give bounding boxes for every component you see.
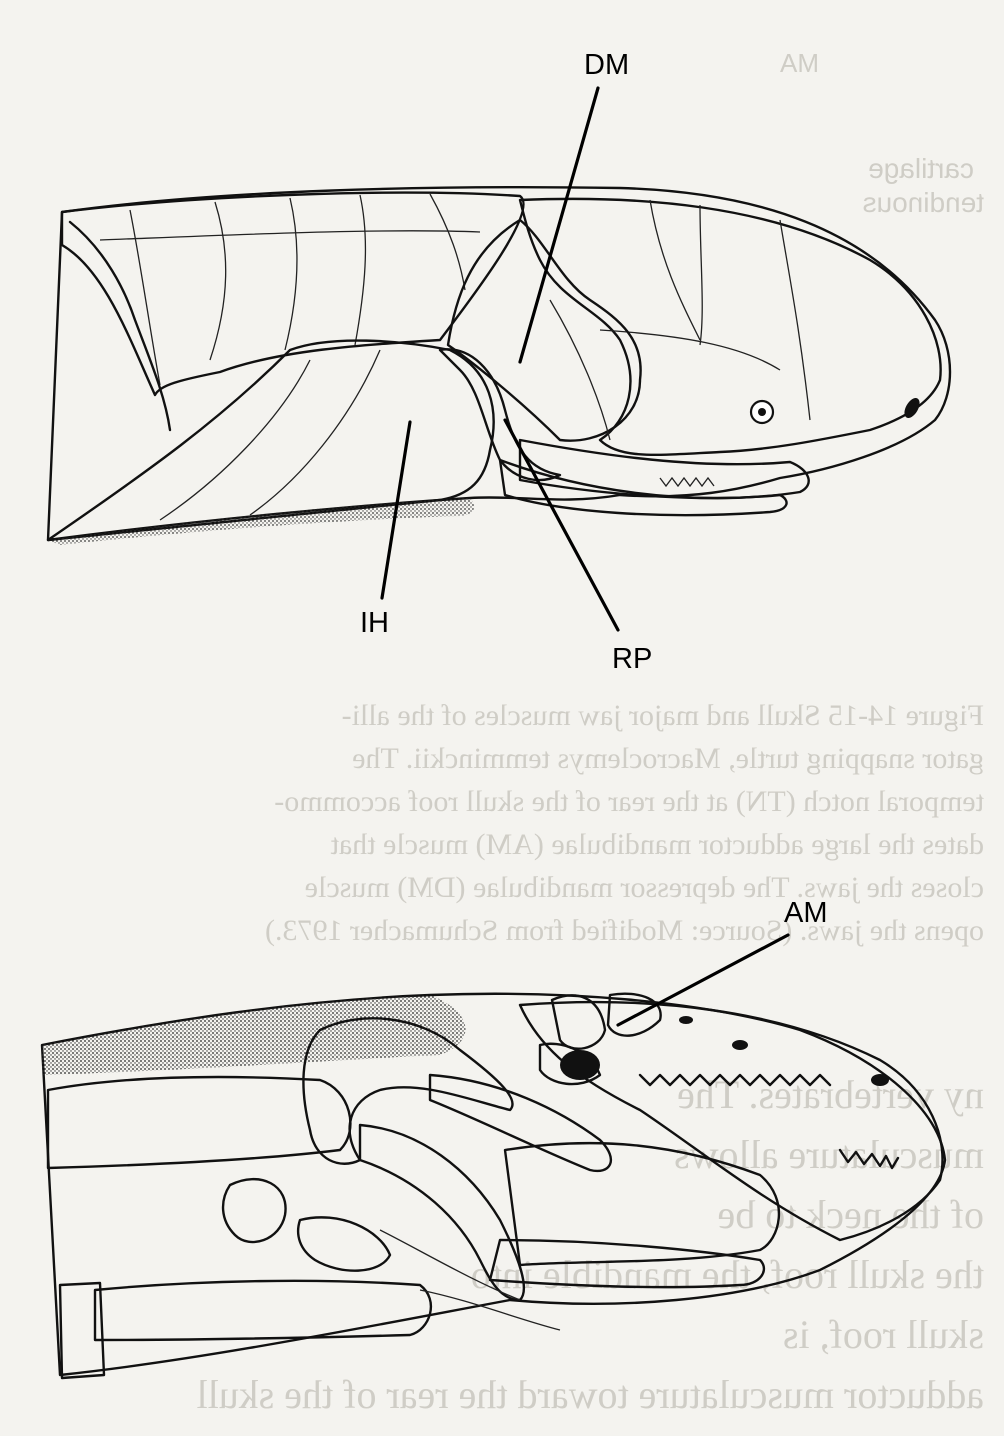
leader-line-am (616, 933, 790, 1027)
hyomandibular-cartilage (302, 1017, 514, 1165)
palatoquadrate-cartilage (428, 1073, 612, 1173)
myoseptum-line (429, 193, 466, 291)
ghost-caption-line: closes the jaws. The depressor mandibula… (305, 871, 984, 904)
label-rp: RP (612, 643, 652, 675)
skull-suture (599, 329, 781, 371)
ghost-body-line: of the neck to be (717, 1192, 984, 1237)
upper-body-outline (46, 186, 952, 542)
bleed-through-layer: AM cartilage tendinous Figure 14-15 Skul… (197, 48, 985, 1417)
adductor-mandibulae-muscle (538, 992, 662, 1086)
pore-icon (732, 1040, 748, 1050)
nostril-icon (871, 1074, 889, 1086)
chondrocranium (518, 197, 942, 457)
myoseptum-line (354, 194, 367, 346)
pectoral-block (58, 1281, 106, 1380)
ghost-caption: Figure 14-15 Skull and major jaw muscles… (265, 699, 984, 947)
ghost-caption-line: Figure 14-15 Skull and major jaw muscles… (342, 699, 984, 732)
label-ih: IH (360, 607, 389, 639)
lower-jaw (498, 458, 788, 517)
upper-jaw (518, 438, 810, 500)
skull-suture (699, 204, 703, 346)
label-dm: DM (584, 49, 629, 81)
coracomandibular-muscle (93, 1279, 432, 1342)
depressor-mandibulae-muscle (446, 218, 642, 442)
ghost-label-cartilage: cartilage (868, 153, 974, 184)
muscle-striation (249, 349, 381, 516)
ghost-caption-line: temporal notch (TN) at the rear of the s… (274, 785, 984, 818)
ghost-label-am: AM (780, 48, 819, 78)
pore-icon (679, 1016, 693, 1024)
thyroid-nodule (221, 1177, 287, 1244)
skull-suture (649, 199, 701, 341)
gill-slit-line (68, 220, 172, 432)
lower-dorsal-band (42, 995, 466, 1075)
branchial-line (379, 1229, 521, 1301)
adductor-block (503, 1141, 781, 1267)
ghost-caption-line: gator snapping turtle, Macroclemys temmi… (352, 742, 984, 775)
branchial-line (419, 1289, 561, 1331)
ghost-body-line: skull roof, is (783, 1312, 984, 1357)
ghost-caption-line: opens the jaws. (Source: Modified from S… (265, 914, 984, 947)
epaxial-muscle (60, 191, 525, 397)
am-bundle (538, 1042, 602, 1086)
spiracle-icon (560, 1050, 600, 1080)
leader-line-ih (380, 420, 412, 600)
labels-layer: DM IH RP AM (360, 49, 828, 1027)
lower-shark-head-illustration (40, 992, 947, 1380)
nostril-icon (904, 398, 920, 418)
ghost-body-line: ny vertebrates. The (677, 1072, 984, 1117)
lower-tooth-row (838, 1148, 900, 1170)
myoseptum-line (99, 230, 481, 241)
ghost-body-line: musculature allows (674, 1132, 984, 1177)
am-bundle (606, 992, 662, 1037)
lower-chondrocranium (518, 1000, 944, 1242)
basihyal (296, 1216, 392, 1272)
ghost-body-text: ny vertebrates. The musculature allows o… (197, 1072, 985, 1417)
coracobranchial-muscle (46, 1075, 352, 1170)
leader-line-dm (518, 86, 600, 364)
pupil (758, 408, 766, 416)
ceratohyal-cartilage (358, 1123, 526, 1302)
rp-cartilage-band (438, 348, 562, 482)
teeth (659, 476, 715, 488)
ghost-caption-line: dates the large adductor mandibulae (AM)… (330, 828, 984, 861)
lower-jaw-cartilage (488, 1238, 766, 1289)
ghost-label-tendinous: tendinous (863, 187, 984, 218)
muscle-edge (549, 299, 611, 441)
skull-suture (779, 219, 811, 421)
upper-tooth-row (638, 1073, 832, 1087)
myoseptum-line (209, 201, 227, 361)
upper-shark-head-illustration (46, 186, 952, 545)
ventral-body (48, 498, 475, 545)
ghost-body-line: adductor musculature toward the rear of … (197, 1372, 985, 1417)
myoseptum-line (129, 209, 161, 386)
myoseptum-line (284, 197, 298, 351)
muscle-striation (159, 359, 311, 521)
label-am: AM (784, 897, 828, 929)
leader-line-rp (503, 418, 620, 632)
ghost-body-line: the skull roof, the mandible into (471, 1252, 984, 1297)
